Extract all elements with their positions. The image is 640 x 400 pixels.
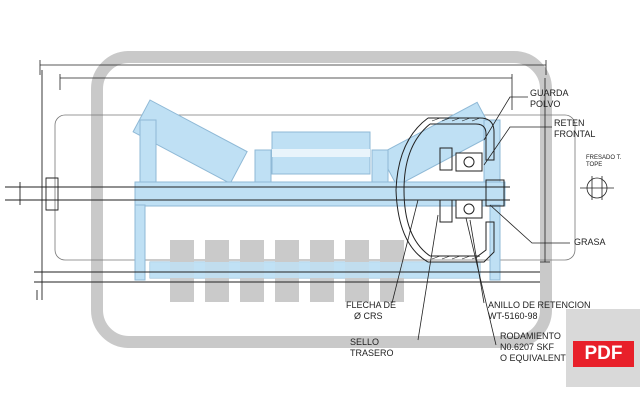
idler-base-frame: [134, 181, 506, 207]
label-flecha: FLECHA DE Ø CRS: [346, 300, 397, 321]
left-wing-roller: [132, 99, 248, 185]
lower-bearing: [455, 199, 483, 219]
upper-bearing: [455, 152, 483, 172]
label-grasa: GRASA: [574, 237, 606, 247]
label-sello: SELLO TRASERO: [350, 337, 394, 358]
label-anillo: ANILLO DE RETENCION WT-5160-98: [488, 300, 591, 321]
fresado-detail: [580, 176, 614, 200]
pdf-icon[interactable]: PDF: [573, 341, 634, 367]
end-cap-section: [395, 117, 505, 263]
label-guarda-polvo: GUARDA POLVO: [530, 88, 569, 109]
label-fresado: FRESADO T. TOPE: [586, 155, 622, 168]
label-reten-frontal: RETEN FRONTAL: [554, 118, 596, 139]
shaft-lines: [5, 70, 540, 300]
label-rodamiento: RODAMIENTO N0.6207 SKF O EQUIVALENTE: [500, 331, 572, 363]
background-frame: [91, 51, 552, 348]
leader-lines: [391, 96, 570, 346]
dimension-lines: [39, 60, 550, 263]
